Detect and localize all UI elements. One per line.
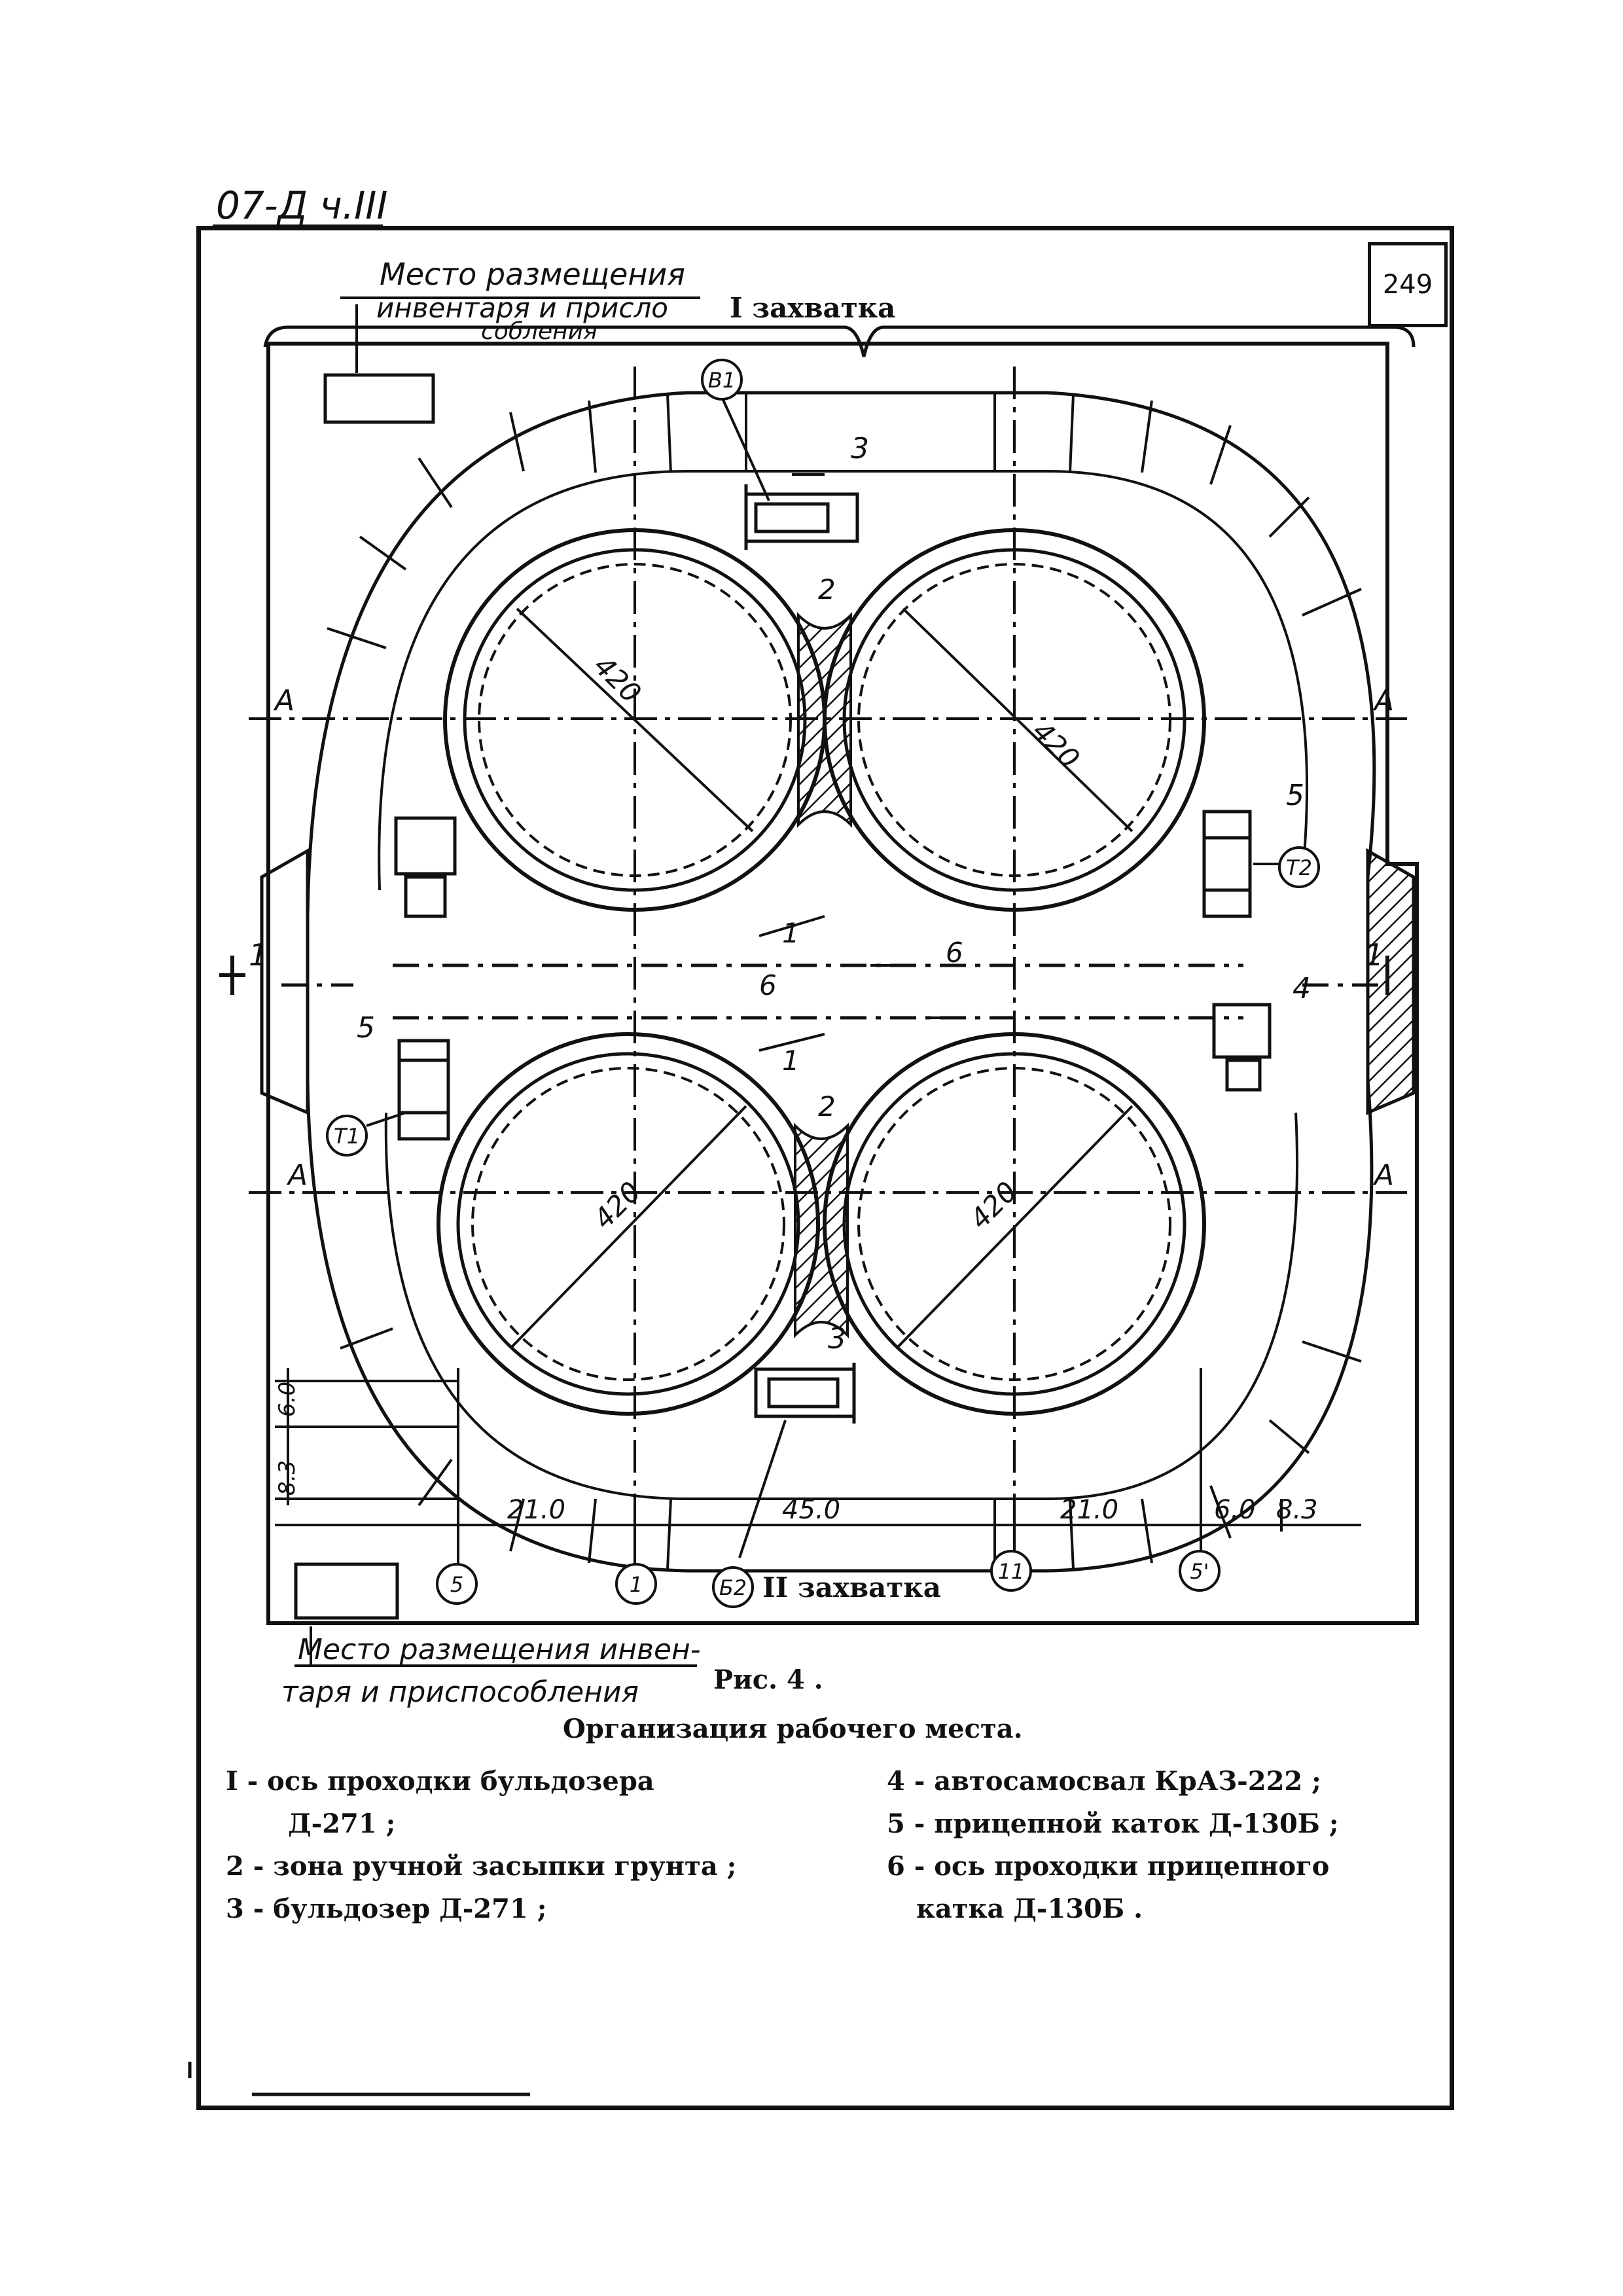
node-B1-label: В1 [708, 368, 736, 393]
dim-label-v83: 8.3 [274, 1460, 300, 1496]
legend-right-3: 6 - ось проходки прицепного [887, 1851, 1329, 1882]
storage-top-line2: инвентаря и присло [376, 292, 668, 324]
page-number: 249 [1368, 242, 1448, 327]
axis-bubble-11 [990, 1550, 1032, 1592]
dim-label-v60: 6.0 [274, 1382, 300, 1417]
label-mark-1-top: 1 [782, 917, 800, 949]
slope-ticks-bottom [340, 1327, 1362, 1570]
legend-left-1: I - ось проходки бульдозера [226, 1766, 654, 1797]
axis-label-A-upper-right: А [1372, 684, 1394, 717]
axis-label-A-lower-left: А [286, 1158, 308, 1192]
label-mark-6-left: 6 [759, 969, 777, 1001]
bulldozer-top [744, 484, 859, 550]
drawing-frame [196, 226, 1454, 2110]
section-label-left: 1 [249, 937, 268, 973]
roller-left [397, 1039, 450, 1141]
section-label-right: 1 [1364, 937, 1383, 973]
axis-bubble-5p [1179, 1550, 1221, 1592]
node-B2-label: Б2 [719, 1575, 747, 1600]
bulldozer-bottom [754, 1363, 856, 1424]
label-mark-6-right: 6 [946, 937, 963, 969]
legend-left-3: 2 - зона ручной засыпки грунта ; [226, 1851, 736, 1882]
label-mark-3-bottom: 3 [828, 1322, 846, 1355]
label-mark-4: 4 [1293, 972, 1311, 1005]
dim-label-83: 8.3 [1276, 1495, 1318, 1525]
document-code: 07-Д ч.III [216, 183, 388, 228]
ramp-left [260, 848, 310, 1115]
leader-lines [366, 392, 1283, 1558]
zone-label-top: I захватка [730, 292, 895, 324]
dimension-chain [275, 1368, 1361, 1564]
zone-label-bottom: II захватка [762, 1571, 941, 1604]
legend-left-4: 3 - бульдозер Д-271 ; [226, 1893, 547, 1924]
label-mark-3-top: 3 [851, 432, 869, 465]
dim-label-21b: 21.0 [1060, 1495, 1118, 1525]
legend-right-4: катка Д-130Б . [916, 1893, 1143, 1924]
travel-axes [281, 963, 1381, 1020]
ramp-right [1366, 848, 1416, 1115]
label-mark-1-bottom: 1 [782, 1045, 800, 1077]
manual-fill-zone-lower [794, 1122, 849, 1338]
work-area-outline [266, 342, 1419, 1625]
axis-bubbles [326, 359, 1320, 1608]
axis-bubble-5 [436, 1563, 478, 1605]
axis-lines-A [249, 367, 1407, 1532]
dim-label-6: 6.0 [1214, 1495, 1256, 1525]
axis-bubble-11-label: 11 [998, 1559, 1025, 1584]
figure-number: Рис. 4 . [713, 1664, 823, 1695]
section-marks [219, 956, 1389, 995]
roller-right [1202, 810, 1252, 918]
dump-truck-right [1212, 1003, 1272, 1092]
storage-area-bottom [294, 1562, 399, 1620]
node-bubble-B2 [712, 1566, 754, 1608]
axis-label-A-lower-right: А [1372, 1158, 1394, 1192]
dump-truck-left [394, 816, 457, 918]
label-mark-2-upper: 2 [818, 573, 836, 605]
figure-title: Организация рабочего места. [563, 1713, 1023, 1744]
dim-label-45: 45.0 [782, 1495, 840, 1525]
storage-bottom-line1: Место размещения инвен- [298, 1633, 701, 1666]
direction-arrows [758, 915, 962, 1052]
legend-right-1: 4 - автосамосвал КрАЗ-222 ; [887, 1766, 1321, 1797]
node-T2-label: Т2 [1286, 855, 1312, 880]
storage-bottom-line2: таря и приспособления [281, 1676, 639, 1709]
axis-bubble-1 [615, 1563, 657, 1605]
diameter-label-ll: 420 [587, 1175, 647, 1235]
label-mark-2-lower: 2 [818, 1090, 836, 1122]
slope-ticks-top [327, 393, 1362, 649]
label-mark-5-left: 5 [357, 1011, 375, 1045]
legend-left-2: Д-271 ; [288, 1808, 395, 1839]
legend-right-2: 5 - прицепной каток Д-130Б ; [887, 1808, 1339, 1839]
axis-label-A-upper-left: А [273, 684, 294, 717]
axis-bubble-5p-label: 5' [1190, 1559, 1209, 1584]
node-bubble-T1 [326, 1115, 368, 1157]
storage-area-top [323, 373, 435, 424]
storage-top-line1: Место размещения [380, 257, 685, 292]
node-bubble-T2 [1278, 846, 1320, 888]
storage-top-line3: собления [481, 318, 597, 345]
node-T1-label: Т1 [334, 1124, 360, 1149]
axis-bubble-5-label: 5 [450, 1572, 463, 1597]
axis-bubble-1-label: 1 [630, 1572, 643, 1597]
node-bubble-B1 [701, 359, 743, 401]
tank-lower-left [437, 1032, 820, 1416]
dim-label-21a: 21.0 [507, 1495, 565, 1525]
diameter-label-ur: 420 [1026, 715, 1086, 774]
diameter-label-ul: 420 [588, 649, 647, 709]
manual-fill-zone-upper [797, 612, 852, 828]
label-mark-5-right: 5 [1286, 779, 1304, 812]
